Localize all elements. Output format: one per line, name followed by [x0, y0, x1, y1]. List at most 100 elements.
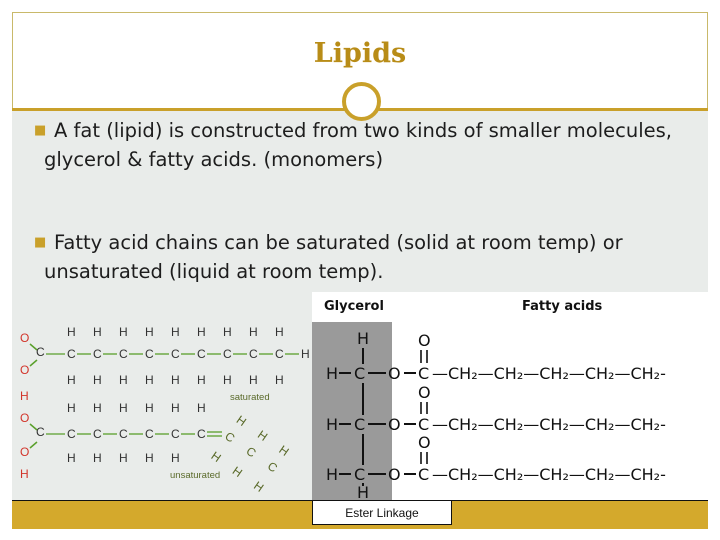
svg-text:C: C [171, 347, 180, 361]
svg-text:C: C [93, 427, 102, 441]
svg-text:C: C [67, 347, 76, 361]
svg-text:H: H [119, 325, 128, 339]
svg-text:C: C [36, 345, 45, 359]
svg-text:C: C [244, 444, 259, 461]
svg-text:C: C [418, 415, 429, 434]
svg-text:H: H [93, 373, 102, 387]
svg-text:H: H [171, 325, 180, 339]
svg-text:C: C [67, 427, 76, 441]
svg-text:C: C [145, 347, 154, 361]
svg-text:H: H [326, 364, 338, 383]
fatty-acid-chain-1: —CH₂—CH₂—CH₂—CH₂—CH₂- [432, 364, 666, 383]
svg-text:O: O [388, 415, 401, 434]
svg-text:H: H [301, 347, 310, 361]
svg-text:H: H [326, 465, 338, 484]
svg-text:H: H [93, 401, 102, 415]
svg-text:C: C [222, 429, 237, 446]
bullet-icon: ■ [34, 235, 47, 250]
svg-text:H: H [67, 451, 76, 465]
unsaturated-label: unsaturated [170, 470, 220, 481]
svg-text:H: H [171, 451, 180, 465]
svg-text:C: C [119, 427, 128, 441]
svg-text:H: H [209, 449, 224, 465]
svg-text:C: C [354, 465, 365, 484]
svg-text:H: H [357, 483, 369, 500]
svg-text:O: O [418, 383, 431, 402]
svg-text:H: H [197, 373, 206, 387]
svg-text:C: C [197, 427, 206, 441]
svg-text:H: H [67, 401, 76, 415]
svg-text:H: H [275, 325, 284, 339]
svg-text:H: H [249, 325, 258, 339]
svg-text:C: C [249, 347, 258, 361]
svg-text:C: C [418, 465, 429, 484]
svg-text:O: O [418, 433, 431, 452]
svg-text:H: H [145, 325, 154, 339]
fatty-acid-chain-3: —CH₂—CH₂—CH₂—CH₂—CH₂- [432, 465, 666, 484]
ester-linkage-caption: Ester Linkage [312, 500, 452, 525]
svg-text:C: C [265, 459, 280, 476]
svg-text:H: H [276, 442, 291, 458]
svg-text:O: O [20, 363, 29, 377]
svg-text:H: H [171, 373, 180, 387]
svg-text:C: C [354, 415, 365, 434]
svg-text:H: H [255, 428, 270, 444]
svg-text:C: C [145, 427, 154, 441]
svg-text:H: H [93, 325, 102, 339]
bullet-item: ■ A fat (lipid) is constructed from two … [34, 116, 694, 174]
svg-text:C: C [93, 347, 102, 361]
svg-text:O: O [20, 445, 29, 459]
bullet-item: ■ Fatty acid chains can be saturated (so… [34, 228, 694, 286]
svg-text:H: H [326, 415, 338, 434]
svg-text:H: H [197, 401, 206, 415]
svg-text:H: H [20, 467, 29, 481]
fatty-acid-chain-2: —CH₂—CH₂—CH₂—CH₂—CH₂- [432, 415, 666, 434]
bullet-text: Fatty acid chains can be saturated (soli… [44, 231, 623, 283]
svg-text:O: O [388, 364, 401, 383]
saturated-chain: O C O H H H H H H H H H H C C C C C C C C C H H H H H H H H… [20, 325, 310, 403]
svg-text:H: H [145, 373, 154, 387]
svg-text:H: H [230, 464, 245, 480]
slide-title: Lipids [313, 38, 407, 69]
svg-text:H: H [119, 401, 128, 415]
svg-text:H: H [223, 373, 232, 387]
svg-text:H: H [119, 373, 128, 387]
svg-text:C: C [119, 347, 128, 361]
svg-text:O: O [20, 411, 29, 425]
svg-text:H: H [145, 401, 154, 415]
svg-text:H: H [357, 329, 369, 348]
svg-text:C: C [197, 347, 206, 361]
fatty-acids-label: Fatty acids [522, 299, 603, 314]
svg-text:H: H [93, 451, 102, 465]
svg-text:H: H [20, 389, 29, 403]
svg-text:H: H [119, 451, 128, 465]
svg-text:C: C [418, 364, 429, 383]
svg-text:H: H [197, 325, 206, 339]
svg-text:H: H [251, 478, 266, 494]
svg-text:H: H [275, 373, 284, 387]
saturated-label: saturated [230, 392, 270, 403]
svg-text:H: H [145, 451, 154, 465]
svg-text:C: C [275, 347, 284, 361]
svg-text:H: H [67, 325, 76, 339]
triglyceride-diagram: Glycerol Fatty acids H H C O C H C O C H… [312, 292, 708, 500]
svg-text:H: H [249, 373, 258, 387]
svg-text:O: O [388, 465, 401, 484]
svg-text:O: O [20, 331, 29, 345]
bullet-icon: ■ [34, 123, 47, 138]
bullet-text: A fat (lipid) is constructed from two ki… [44, 119, 672, 171]
divider-ring-icon [342, 82, 381, 121]
svg-text:H: H [234, 413, 249, 429]
svg-text:C: C [171, 427, 180, 441]
svg-text:C: C [36, 425, 45, 439]
svg-text:H: H [223, 325, 232, 339]
svg-text:O: O [418, 331, 431, 350]
svg-text:H: H [171, 401, 180, 415]
svg-text:H: H [67, 373, 76, 387]
svg-text:C: C [223, 347, 232, 361]
glycerol-label: Glycerol [324, 299, 384, 314]
svg-text:C: C [354, 364, 365, 383]
